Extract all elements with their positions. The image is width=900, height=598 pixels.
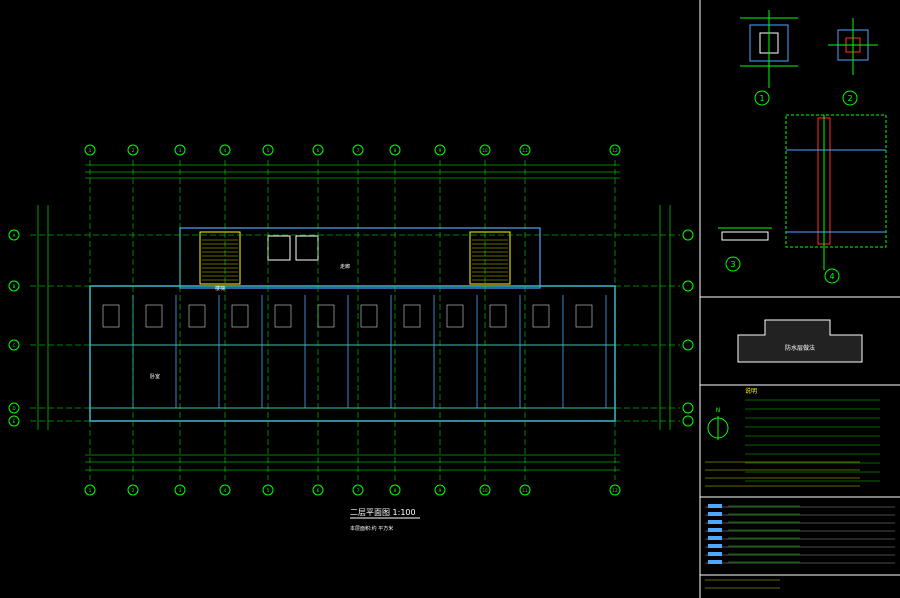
- axis-bubble-right: [682, 280, 694, 292]
- axis-label-bottom: 11: [522, 488, 528, 493]
- axis-label-top: 12: [612, 148, 618, 153]
- axis-label-top: 10: [482, 148, 488, 153]
- axis-bubble-top: [479, 144, 491, 156]
- drawing-subtitle: 本层面积:约 平方米: [350, 525, 393, 532]
- axis-label-bottom: 6: [317, 488, 320, 493]
- axis-label-top: 4: [224, 148, 227, 153]
- axis-bubble-bottom: [312, 484, 324, 496]
- axis-bubble-bottom: [352, 484, 364, 496]
- building-outline: [89, 285, 616, 422]
- axis-bubble-top: [174, 144, 186, 156]
- axis-label-top: 11: [522, 148, 528, 153]
- axis-bubble-left: [8, 229, 20, 241]
- axis-bubble-bottom: [262, 484, 274, 496]
- axis-label-top: 9: [439, 148, 442, 153]
- axis-label-top: 5: [267, 148, 270, 153]
- detail-2-number: 2: [847, 94, 852, 103]
- title-block-frame: [699, 0, 900, 598]
- axis-label-bottom: 5: [267, 488, 270, 493]
- axis-label-bottom: 3: [179, 488, 182, 493]
- axis-bubble-bottom: [84, 484, 96, 496]
- room-label: 卧室: [150, 373, 160, 380]
- axis-bubble-bottom: [174, 484, 186, 496]
- axis-label-side: C: [13, 343, 16, 348]
- notes-heading: 说明: [745, 387, 757, 395]
- axis-bubble-top: [434, 144, 446, 156]
- stair-right: [469, 231, 511, 285]
- detail-1-drawing: 1: [740, 10, 798, 106]
- north-label: N: [716, 407, 721, 414]
- stair-label: 楼梯: [215, 285, 225, 292]
- detail-3-drawing: 3: [718, 227, 772, 272]
- axis-bubble-bottom: [519, 484, 531, 496]
- axis-bubble-left: [8, 339, 20, 351]
- detail-2-callout: [842, 90, 858, 106]
- axis-bubble-top: [519, 144, 531, 156]
- detail-4-number: 4: [829, 272, 834, 281]
- axis-bubble-bottom: [127, 484, 139, 496]
- axis-label-top: 2: [132, 148, 135, 153]
- axis-bubble-bottom: [389, 484, 401, 496]
- detail-4-drawing: 4: [785, 114, 887, 284]
- axis-label-bottom: 10: [482, 488, 488, 493]
- axis-label-bottom: 2: [132, 488, 135, 493]
- detail-2-drawing: 2: [828, 18, 878, 106]
- axis-label-top: 7: [357, 148, 360, 153]
- axis-bubble-top: [352, 144, 364, 156]
- axis-label-side: B: [13, 284, 16, 289]
- axis-label-bottom: 8: [394, 488, 397, 493]
- axis-label-top: 8: [394, 148, 397, 153]
- detail-3-callout: [725, 256, 741, 272]
- stair-left: [199, 231, 241, 285]
- axis-bubble-right: [682, 339, 694, 351]
- axis-label-bottom: 4: [224, 488, 227, 493]
- section-label: 防水层做法: [785, 344, 815, 352]
- legend-area: [705, 504, 895, 589]
- axis-label-top: 1: [89, 148, 92, 153]
- detail-3-number: 3: [730, 260, 735, 269]
- axis-label-bottom: 12: [612, 488, 618, 493]
- axis-bubble-left: [8, 415, 20, 427]
- core-outline: [179, 227, 541, 289]
- floor-plan: 走廊 楼梯 卧室: [89, 227, 616, 422]
- axis-label-bottom: 9: [439, 488, 442, 493]
- axis-bubble-right: [682, 229, 694, 241]
- axis-label-top: 6: [317, 148, 320, 153]
- axis-bubble-top: [84, 144, 96, 156]
- axis-bubble-right: [682, 402, 694, 414]
- detail-1-callout: [754, 90, 770, 106]
- notes-area: N 说明: [705, 387, 880, 487]
- elevator-2: [295, 235, 319, 261]
- axis-bubble-top: [312, 144, 324, 156]
- corridor-label: 走廊: [340, 263, 350, 270]
- axis-bubble-left: [8, 280, 20, 292]
- drawing-title: 二层平面图 1:100: [350, 508, 416, 517]
- axis-bubble-bottom: [219, 484, 231, 496]
- axis-bubble-top: [262, 144, 274, 156]
- axis-label-bottom: 7: [357, 488, 360, 493]
- axis-label-top: 3: [179, 148, 182, 153]
- axis-label-side: E: [13, 419, 16, 424]
- axis-bubble-right: [682, 415, 694, 427]
- elevator-1: [267, 235, 291, 261]
- axis-label-side: D: [12, 406, 15, 411]
- waterproof-section: 防水层做法: [737, 319, 863, 363]
- axis-bubble-top: [127, 144, 139, 156]
- axis-bubble-bottom: [434, 484, 446, 496]
- axis-label-side: A: [13, 233, 16, 238]
- axis-bubble-top: [609, 144, 621, 156]
- axis-bubble-bottom: [609, 484, 621, 496]
- axis-label-bottom: 1: [89, 488, 92, 493]
- detail-4-callout: [824, 268, 840, 284]
- axis-bubble-top: [219, 144, 231, 156]
- axis-bubble-top: [389, 144, 401, 156]
- detail-1-number: 1: [759, 94, 764, 103]
- axis-bubble-bottom: [479, 484, 491, 496]
- axis-bubble-left: [8, 402, 20, 414]
